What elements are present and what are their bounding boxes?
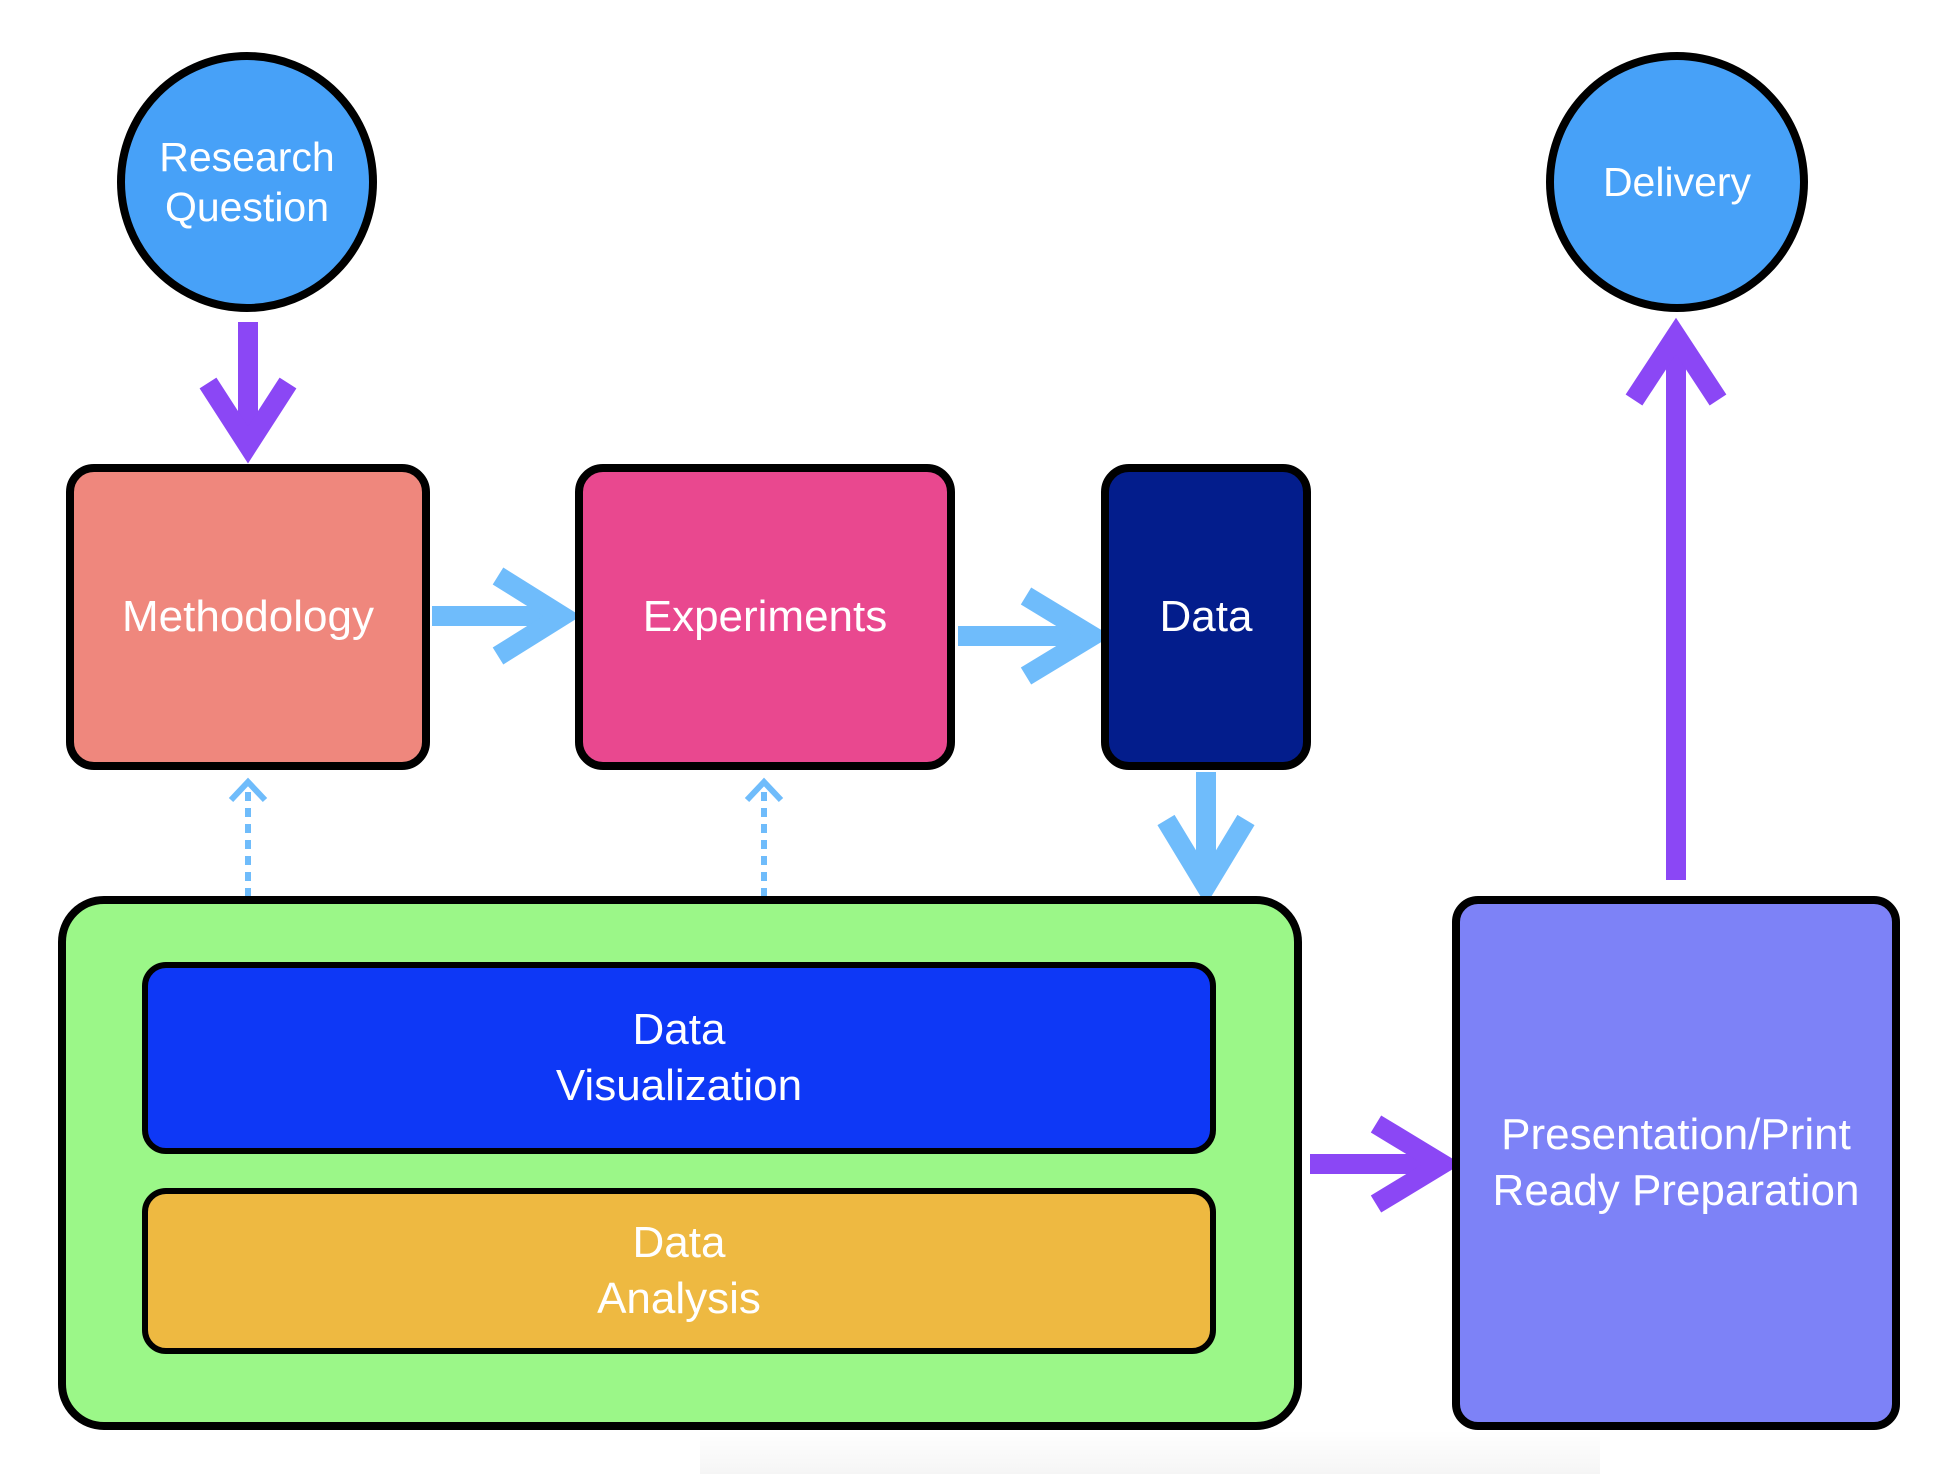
data-visualization-label-line1: Data [632,1005,726,1054]
arrow-feedback-to-experiments [744,777,784,897]
arrow-feedback-to-methodology [228,777,268,897]
experiments-node: Experiments [575,464,955,770]
presentation-node: Presentation/Print Ready Preparation [1452,896,1900,1430]
delivery-label: Delivery [1602,159,1752,205]
arrow-presentation-to-delivery [1625,317,1727,880]
data-visualization-label-line2: Visualization [555,1061,803,1110]
experiments-label: Experiments [642,592,888,641]
research-question-label-line1: Research [159,134,335,180]
data-analysis-label-line1: Data [632,1218,726,1267]
arrow-research-to-methodology [199,322,297,464]
research-question-label-line2: Question [164,184,330,230]
methodology-node: Methodology [66,464,430,770]
data-label: Data [1159,592,1253,641]
data-visualization-node: Data Visualization [142,962,1216,1154]
data-analysis-label-line2: Analysis [597,1274,761,1323]
presentation-label-line2: Ready Preparation [1492,1166,1860,1215]
delivery-node: Delivery [1546,52,1808,312]
arrow-methodology-to-experiments [432,567,581,665]
arrow-analysis-to-presentation [1310,1115,1462,1213]
arrow-experiments-to-data [958,587,1112,685]
presentation-label-line1: Presentation/Print [1501,1110,1851,1159]
bottom-shadow [700,1430,1600,1474]
data-analysis-node: Data Analysis [142,1188,1216,1354]
research-question-node: Research Question [117,52,377,312]
data-node: Data [1101,464,1311,770]
arrow-data-to-analysis [1157,772,1255,906]
methodology-label: Methodology [122,592,374,641]
